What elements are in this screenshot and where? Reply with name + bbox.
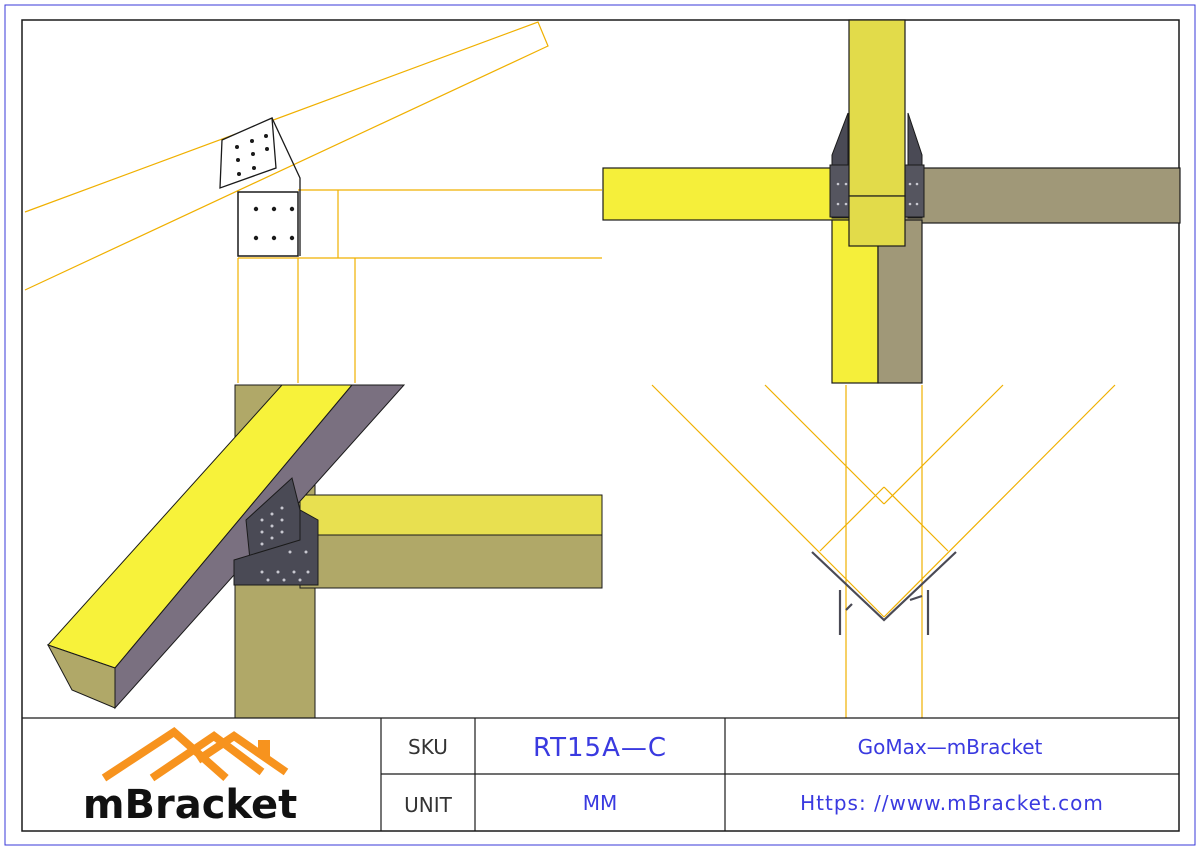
view-top-shaded — [602, 19, 1181, 384]
view-plan-wireframe — [651, 384, 1116, 718]
unit-label: UNIT — [404, 793, 452, 817]
bracket-side-view — [219, 117, 301, 257]
view-perspective — [46, 384, 603, 719]
unit-value: MM — [583, 791, 618, 815]
outer-border — [4, 4, 1196, 846]
product-name: GoMax—mBracket — [858, 735, 1043, 759]
logo-text: mBracket — [83, 782, 297, 828]
sku-value: RT15A—C — [533, 733, 667, 763]
view-side-elevation — [24, 21, 602, 383]
house-roof-logo-icon — [101, 726, 289, 782]
bracket-plan-view — [811, 551, 957, 635]
sku-label: SKU — [408, 735, 448, 759]
inner-frame — [21, 19, 1180, 832]
title-block — [22, 717, 1179, 831]
website-link[interactable]: Https: //www.mBracket.com — [800, 791, 1104, 815]
